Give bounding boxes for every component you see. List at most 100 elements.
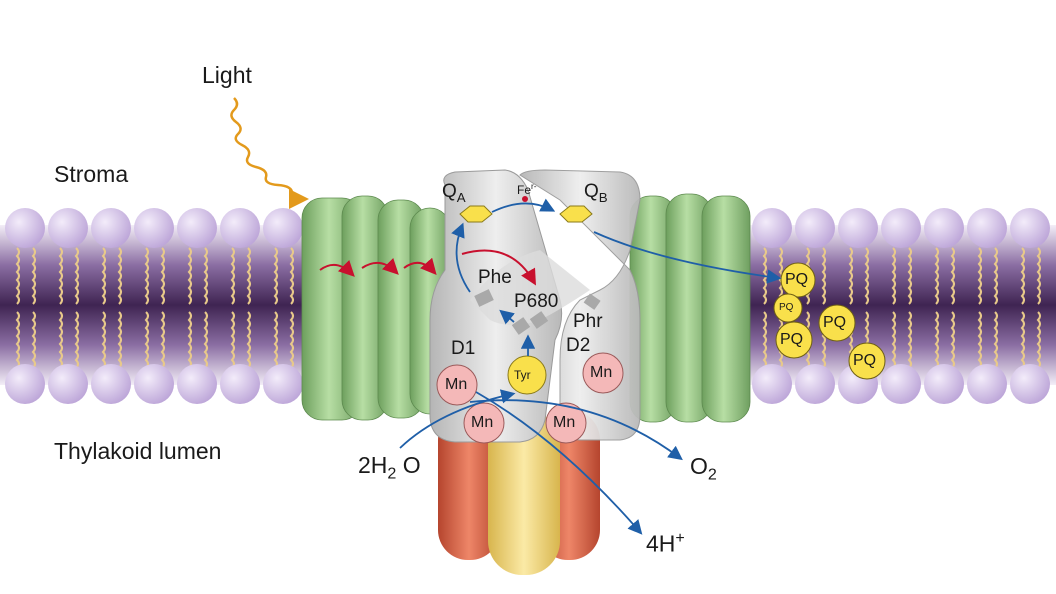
blue-to-protons: [475, 391, 643, 535]
lipid-head: [1010, 208, 1050, 248]
lipid-tail: [907, 311, 912, 369]
phr-label: Phr: [573, 311, 603, 332]
lipid-head: [91, 364, 131, 404]
red-arrow-3: [403, 257, 437, 276]
lipid-tail: [15, 247, 20, 305]
lipid-head: [220, 364, 260, 404]
tyr-label: Tyr: [514, 368, 531, 382]
pq-label-3: PQ: [823, 314, 847, 331]
lipid-head: [5, 208, 45, 248]
membrane-core-left: [0, 225, 320, 385]
blue-water-to-tyr: [399, 389, 516, 449]
lipid-tail: [864, 247, 869, 305]
lipid-head: [881, 208, 921, 248]
lipid-tail: [246, 311, 251, 369]
pq-label-2: PQ: [779, 302, 794, 313]
qa-label: QA: [442, 181, 466, 205]
lipid-head: [91, 208, 131, 248]
blue-qa-to-qb: [491, 198, 556, 213]
p680-block-b: [529, 311, 549, 329]
lipid-tail: [934, 247, 939, 305]
lipid-head: [263, 208, 303, 248]
lipid-tail: [187, 247, 192, 305]
lipid-tail: [144, 247, 149, 305]
qb-hexagon: [559, 205, 593, 223]
pq-label-1: PQ: [785, 271, 809, 288]
blue-to-oxygen: [469, 399, 683, 461]
phe-label: Phe: [478, 267, 512, 288]
pq-label-4: PQ: [780, 331, 804, 348]
lipid-head: [924, 364, 964, 404]
lipid-tail: [1020, 247, 1025, 305]
lipid-tail: [15, 311, 20, 369]
lipid-tail: [977, 311, 982, 369]
lipid-tail: [230, 311, 235, 369]
lipid-tail: [117, 247, 122, 305]
fe-dot: [522, 196, 528, 202]
plastoquinone-pool: [773, 262, 886, 380]
p680-label: P680: [514, 291, 559, 312]
lipid-tail: [74, 311, 79, 369]
lipid-tails: [15, 247, 1041, 369]
mn-label-2: Mn: [590, 364, 613, 381]
d1-label: D1: [451, 338, 476, 359]
lipid-tail: [907, 247, 912, 305]
lipid-tail: [203, 311, 208, 369]
lipid-head: [924, 208, 964, 248]
p680-block-a: [511, 317, 531, 335]
core-overlap: [470, 250, 590, 325]
mn-label-1: Mn: [445, 376, 468, 393]
lipid-tail: [58, 247, 63, 305]
lipid-tail: [289, 311, 294, 369]
light-label: Light: [202, 62, 252, 88]
antenna-proteins: [301, 193, 751, 423]
lipid-head: [134, 208, 174, 248]
cofactors: [436, 196, 624, 444]
phe-block: [474, 289, 494, 307]
tyr-circle: [507, 355, 547, 395]
protons-label: 4H+: [646, 529, 685, 557]
phr-block: [583, 293, 601, 310]
lipid-tail: [58, 311, 63, 369]
lipid-head: [967, 364, 1007, 404]
lipid-tail: [993, 311, 998, 369]
blue-phe-to-qa: [451, 222, 471, 293]
lipid-tail: [31, 247, 36, 305]
lipid-head: [752, 208, 792, 248]
water-label: 2H2 O: [358, 452, 421, 483]
lipid-head: [220, 208, 260, 248]
lipid-heads: [5, 208, 1050, 404]
stroma-label: Stroma: [54, 161, 129, 187]
fe-label: Fer-: [517, 181, 537, 197]
lipid-head: [177, 208, 217, 248]
lipid-tail: [187, 311, 192, 369]
qa-hexagon: [459, 205, 493, 223]
lipid-head: [5, 364, 45, 404]
lipid-tail: [101, 247, 106, 305]
red-arrow-2: [361, 257, 399, 275]
lipid-tail: [1036, 311, 1041, 369]
lipid-head: [48, 208, 88, 248]
red-arrow-4: [461, 249, 536, 286]
lipid-head: [134, 364, 174, 404]
oxygen-label: O2: [690, 453, 717, 484]
lipid-head: [795, 364, 835, 404]
pq-circle-5: [848, 342, 886, 380]
qb-label: QB: [584, 181, 608, 205]
lipid-tail: [117, 311, 122, 369]
lipid-tail: [977, 247, 982, 305]
red-arrow-1: [319, 259, 355, 277]
mn-label-4: Mn: [553, 414, 576, 431]
lipid-head: [177, 364, 217, 404]
lipid-tail: [203, 247, 208, 305]
lipid-tail: [950, 311, 955, 369]
lipid-tail: [289, 247, 294, 305]
lipid-tail: [934, 311, 939, 369]
lipid-tail: [950, 247, 955, 305]
thylakoid-membrane: [0, 208, 1056, 404]
lipid-tail: [762, 311, 767, 369]
blue-qb-to-pq: [593, 231, 782, 284]
pq-label-5: PQ: [853, 352, 877, 369]
lipid-tail: [246, 247, 251, 305]
